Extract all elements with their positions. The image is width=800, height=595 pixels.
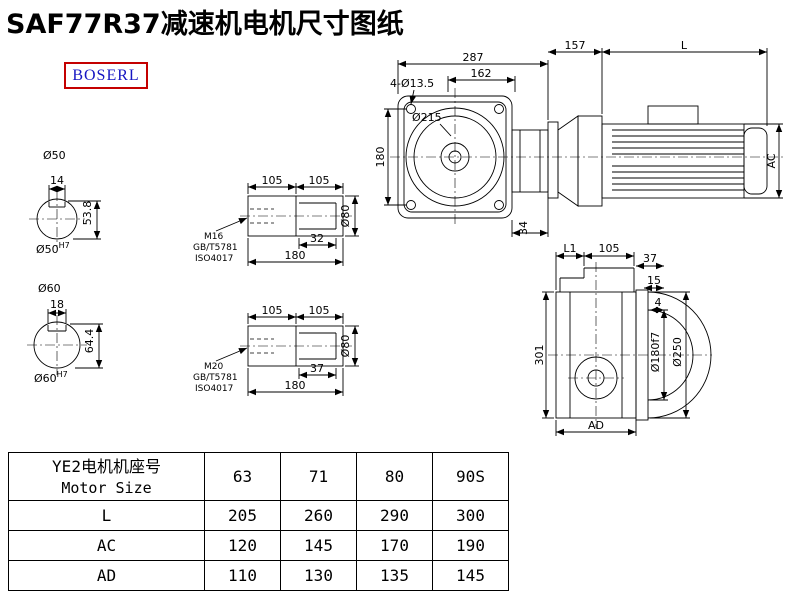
dim-main-157: 157 [565,39,586,52]
dim-side-105: 105 [599,242,620,255]
dim-main-287: 287 [463,51,484,64]
header-size-71: 71 [280,452,357,501]
dim-shaft2-key-width: 18 [50,298,64,311]
dim-shaft2-dia: Ø60 [38,282,61,295]
header-motor-size: YE2电机机座号 Motor Size [8,452,205,501]
dim-shaft1-dia: Ø50 [43,149,66,162]
cell-AC-71: 145 [280,530,357,561]
dim-side-d180: Ø180f7 [649,332,662,373]
dim-shaft1-fit: Ø50H7 [36,241,70,256]
header-size-63: 63 [204,452,281,501]
label-detail2-std1: GB/T5781 [193,373,238,383]
label-main-bolt-holes: 4-Ø13.5 [390,77,434,90]
main-assembly-view [384,48,785,237]
dim-side-d250: Ø250 [671,337,684,367]
shaft-end-view-50 [29,185,101,247]
dim-detail2-d80: Ø80 [339,335,352,358]
cell-AD-80: 135 [356,560,433,591]
dim-detail1-105a: 105 [262,174,283,187]
dim-side-15: 15 [647,274,661,287]
dim-detail2-37: 37 [310,362,324,375]
dim-side-37: 37 [643,252,657,265]
header-size-80: 80 [356,452,433,501]
dim-detail2-105b: 105 [309,304,330,317]
dim-main-AC: AC [765,153,778,168]
label-detail1-std2: ISO4017 [195,254,233,264]
label-detail2-std2: ISO4017 [195,384,233,394]
cell-AC-63: 120 [204,530,281,561]
cell-AD-71: 130 [280,560,357,591]
technical-drawing: Ø50 14 53.8 Ø50H7 Ø60 18 64.4 Ø60H7 [27,39,785,436]
dim-side-AD: AD [588,419,604,432]
row-label-L: L [8,500,205,531]
brand-logo-box: BOSERL [64,62,148,89]
label-detail2-thread: M20 [204,362,223,372]
cell-L-80: 290 [356,500,433,531]
table-row-L: L 205 260 290 300 [8,500,509,531]
dim-detail2-180: 180 [285,379,306,392]
cell-L-63: 205 [204,500,281,531]
dim-main-L: L [681,39,688,52]
dim-shaft2-height: 64.4 [83,329,96,354]
label-detail1-thread: M16 [204,232,223,242]
dim-detail1-105b: 105 [309,174,330,187]
cell-AD-90s: 145 [432,560,509,591]
cell-L-71: 260 [280,500,357,531]
shaft-detail-m20 [215,313,359,396]
shaft-end-view-60 [27,309,103,375]
dim-detail1-32: 32 [310,232,324,245]
header-motor-size-en: Motor Size [61,478,152,497]
shaft-detail-m16 [215,183,359,266]
dim-main-34: 34 [517,221,530,235]
dim-detail2-105a: 105 [262,304,283,317]
cell-AD-63: 110 [204,560,281,591]
dim-main-162: 162 [471,67,492,80]
table-header-row: YE2电机机座号 Motor Size 63 71 80 90S [8,452,509,501]
flange-side-view [542,252,712,436]
cell-AC-80: 170 [356,530,433,561]
dim-shaft1-key-width: 14 [50,174,64,187]
table-row-AD: AD 110 130 135 145 [8,560,509,591]
row-label-AD: AD [8,560,205,591]
motor-dimension-table: YE2电机机座号 Motor Size 63 71 80 90S L 205 2… [8,452,509,591]
dim-shaft1-height: 53.8 [81,201,94,226]
cell-AC-90s: 190 [432,530,509,561]
table-row-AC: AC 120 145 170 190 [8,530,509,561]
brand-text: BOSERL [72,66,140,84]
dim-shaft2-fit: Ø60H7 [34,370,68,385]
dim-detail1-d80: Ø80 [339,205,352,228]
dim-main-180: 180 [374,147,387,168]
label-detail1-std1: GB/T5781 [193,243,238,253]
header-size-90s: 90S [432,452,509,501]
row-label-AC: AC [8,530,205,561]
cell-L-90s: 300 [432,500,509,531]
header-motor-size-cn: YE2电机机座号 [52,456,161,476]
dim-side-4: 4 [655,296,662,309]
dim-detail1-180: 180 [285,249,306,262]
dim-side-301: 301 [533,345,546,366]
label-main-d215: Ø215 [412,111,442,124]
page-title: SAF77R37减速机电机尺寸图纸 [6,9,404,40]
dim-side-L1: L1 [563,242,576,255]
